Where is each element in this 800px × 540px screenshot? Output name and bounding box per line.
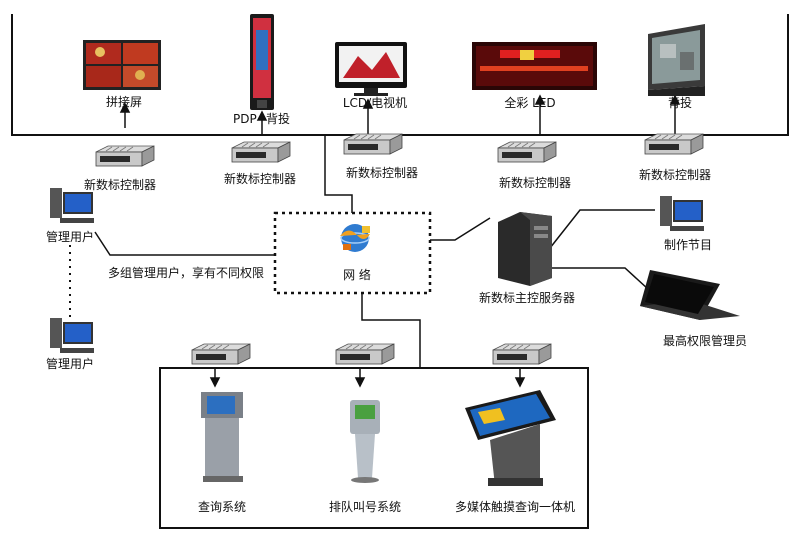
- link-network-to-server: [430, 217, 491, 241]
- splice-screen-icon: [83, 40, 161, 90]
- queue-system-label: 排队叫号系统: [328, 500, 402, 514]
- multi-group-note: 多组管理用户，享有不同权限: [108, 266, 265, 280]
- controller-label-1: 新数标控制器: [83, 178, 157, 192]
- laptop-icon: [640, 270, 740, 320]
- controller-label-5: 新数标控制器: [638, 168, 712, 182]
- controller-icon-7: [335, 343, 395, 365]
- admin-user-bottom-label: 管理用户: [45, 357, 95, 371]
- admin-pc-top-icon: [50, 188, 94, 223]
- splice-screen-label: 拼接屏: [105, 95, 143, 109]
- full-color-led-icon: [472, 42, 597, 90]
- controller-layer: [95, 133, 704, 365]
- controller-label-4: 新数标控制器: [498, 176, 572, 190]
- queue-kiosk-icon: [350, 400, 380, 483]
- controller-icon-3: [343, 133, 403, 155]
- controller-icon-8: [492, 343, 552, 365]
- admin-user-top-label: 管理用户: [45, 230, 95, 244]
- controller-icon-2: [231, 141, 291, 163]
- admin-pc-bottom-icon: [50, 318, 94, 353]
- lcd-tv-icon: [335, 42, 407, 96]
- back-projection-label: 背投: [667, 96, 693, 110]
- controller-icon-4: [497, 141, 557, 163]
- multimedia-kiosk-icon: [465, 390, 556, 486]
- link-server-to-production: [549, 209, 655, 249]
- production-pc-icon: [660, 196, 704, 231]
- lcd-tv-label: LCD/电视机: [342, 96, 408, 110]
- controller-label-3: 新数标控制器: [345, 166, 419, 180]
- query-system-label: 查询系统: [197, 500, 247, 514]
- terminal-enclosure-line: [159, 367, 589, 529]
- full-color-led-label: 全彩 LED: [504, 96, 556, 110]
- pdp-backprojection-label: 背投: [266, 112, 291, 126]
- controller-icon-5: [644, 133, 704, 155]
- controller-icon-1: [95, 145, 155, 167]
- network-globe-icon: [340, 224, 370, 252]
- server-label: 新数标主控服务器: [478, 291, 576, 305]
- terminal-arrows: [209, 368, 526, 388]
- network-label: 网 络: [343, 268, 371, 282]
- controller-label-2: 新数标控制器: [223, 172, 297, 186]
- top-admin-label: 最高权限管理员: [662, 334, 748, 348]
- server-tower-icon: [498, 212, 552, 286]
- pdp-label: PDP: [233, 112, 257, 126]
- pdp-display-icon: [250, 14, 274, 110]
- display-arrows: [119, 94, 681, 135]
- rear-projection-icon: [648, 24, 705, 96]
- multimedia-kiosk-label: 多媒体触摸查询一体机: [454, 500, 576, 514]
- link-network-to-terminals: [361, 293, 421, 368]
- query-kiosk-icon: [201, 392, 243, 482]
- program-production-label: 制作节目: [663, 238, 713, 252]
- link-admin-to-network: [94, 231, 275, 256]
- controller-icon-6: [191, 343, 251, 365]
- link-top-to-network: [324, 135, 353, 213]
